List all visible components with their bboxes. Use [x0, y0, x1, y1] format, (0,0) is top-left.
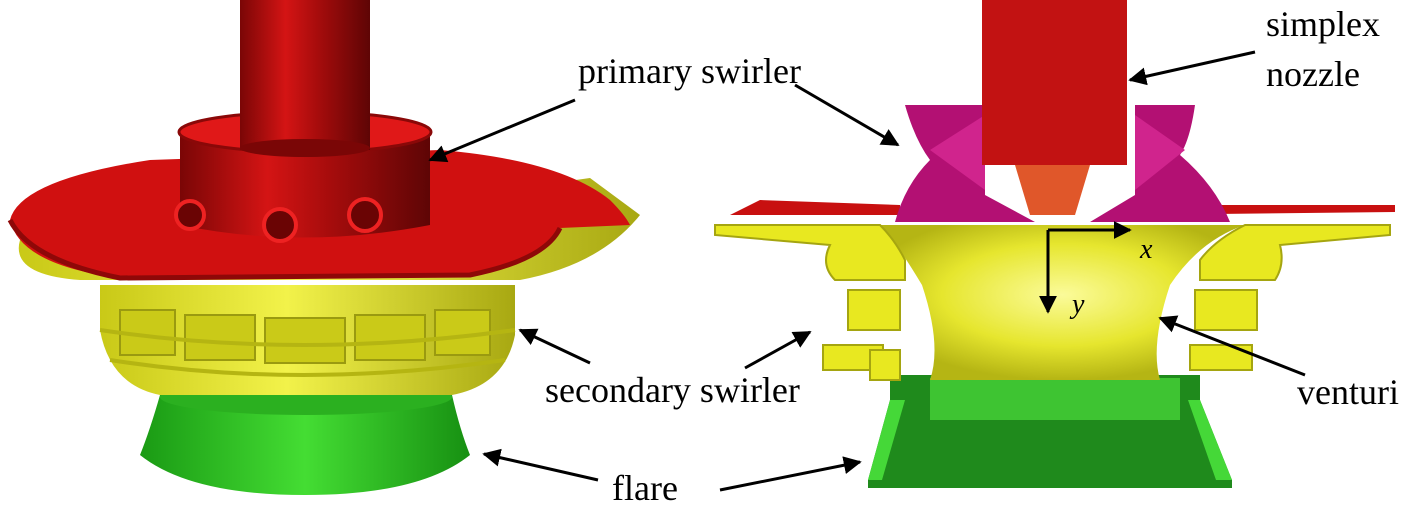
left-nozzle-stem [240, 0, 370, 150]
arrow-primary-swirler-right [794, 83, 900, 147]
arrow-simplex-nozzle [1128, 50, 1256, 86]
arrow-secondary-swirler-left [518, 328, 591, 365]
axis-y-label: y [1069, 289, 1085, 320]
right-venturi [880, 225, 1245, 380]
label-simplex: simplex [1266, 4, 1380, 44]
label-nozzle: nozzle [1266, 54, 1360, 94]
label-flare: flare [612, 468, 678, 508]
label-venturi: venturi [1297, 372, 1399, 412]
right-flange-right [1215, 205, 1395, 214]
label-secondary-swirler: secondary swirler [545, 370, 800, 410]
secondary-swirler-vanes [119, 309, 491, 364]
arrow-secondary-swirler-right [744, 330, 812, 370]
arrow-primary-swirler-left [428, 98, 576, 163]
leader-arrows [428, 50, 1306, 492]
left-3d-view [7, 0, 640, 495]
right-nozzle-tip [1015, 165, 1090, 215]
right-secondary-swirler-right [1189, 224, 1391, 371]
coordinate-axes [1039, 221, 1132, 314]
arrow-flare-right [719, 456, 862, 492]
axis-x-label: x [1139, 234, 1153, 265]
right-secondary-swirler-left [714, 224, 906, 381]
label-primary-swirler: primary swirler [578, 51, 801, 91]
arrow-flare-left [482, 448, 599, 482]
right-simplex-nozzle [982, 0, 1127, 165]
arrow-venturi [1158, 315, 1306, 377]
right-section-view: x y [714, 0, 1395, 488]
left-flare [140, 395, 470, 495]
swirler-holes [174, 197, 383, 243]
right-flange-left [730, 200, 900, 215]
